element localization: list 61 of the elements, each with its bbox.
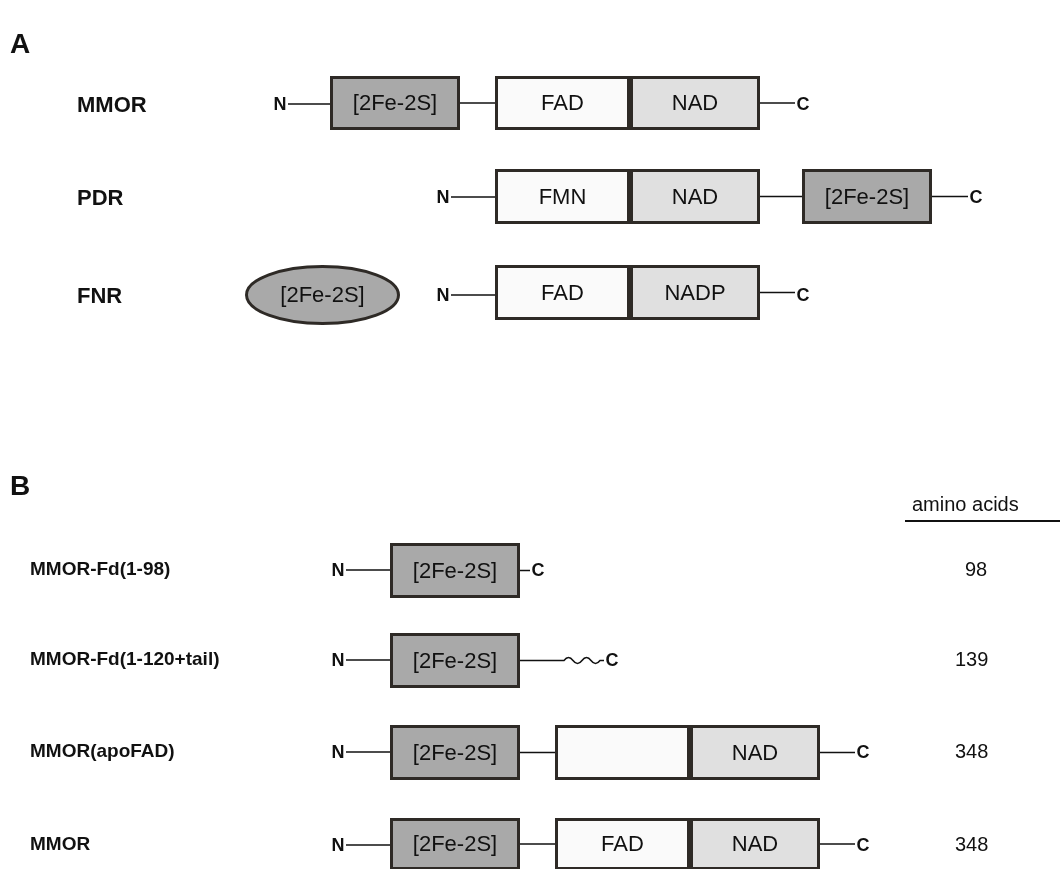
- terminus-label: N: [330, 559, 346, 581]
- domain-box: [2Fe-2S]: [390, 543, 520, 598]
- domain-box: FMN: [495, 169, 630, 224]
- terminus-label: C: [855, 741, 871, 763]
- linker-line: [519, 751, 556, 754]
- linker-line: [459, 102, 496, 104]
- construct-name: MMOR: [30, 833, 91, 855]
- protein-name: MMOR: [77, 92, 147, 118]
- domain-box: [2Fe-2S]: [390, 725, 520, 780]
- linker-line: [759, 195, 803, 198]
- terminus-label: N: [272, 93, 288, 115]
- domain-box: NADP: [630, 265, 760, 320]
- terminus-label: N: [330, 741, 346, 763]
- linker-line: [519, 843, 556, 845]
- amino-acid-count: 348: [955, 740, 989, 763]
- terminus-label: C: [530, 559, 546, 581]
- linker-line: [819, 751, 856, 754]
- linker-line: [819, 843, 856, 845]
- terminus-label: C: [795, 93, 811, 115]
- domain-box: NAD: [690, 818, 820, 869]
- linker-line: [345, 569, 391, 571]
- linker-line: [345, 659, 391, 661]
- domain-box: FAD: [495, 76, 630, 130]
- domain-box: NAD: [630, 76, 760, 130]
- terminus-label: N: [435, 284, 451, 306]
- domain-box: NAD: [630, 169, 760, 224]
- panel-letter: A: [10, 28, 31, 60]
- column-header: amino acids: [912, 493, 1019, 516]
- protein-name: PDR: [77, 185, 124, 211]
- linker-line: [450, 294, 496, 296]
- amino-acid-count: 139: [955, 648, 989, 671]
- terminus-label: C: [968, 186, 984, 208]
- terminus-label: C: [855, 834, 871, 856]
- terminus-label: N: [330, 649, 346, 671]
- amino-acid-count: 348: [955, 833, 989, 856]
- terminus-label: C: [795, 284, 811, 306]
- linker-line: [345, 844, 391, 846]
- terminus-label: C: [604, 649, 620, 671]
- linker-line: [287, 103, 331, 105]
- terminus-label: N: [330, 834, 346, 856]
- domain-box: FAD: [495, 265, 630, 320]
- panel-letter: B: [10, 470, 31, 502]
- linker-line: [345, 751, 391, 753]
- domain-box: [2Fe-2S]: [390, 633, 520, 688]
- wavy-tail-line: [519, 656, 605, 665]
- construct-name: MMOR-Fd(1-120+tail): [30, 648, 220, 670]
- terminus-label: N: [435, 186, 451, 208]
- domain-box: [2Fe-2S]: [802, 169, 932, 224]
- domain-box: FAD: [555, 818, 690, 869]
- domain-ellipse: [2Fe-2S]: [245, 265, 400, 325]
- domain-box: [2Fe-2S]: [330, 76, 460, 130]
- amino-acid-count: 98: [965, 558, 988, 581]
- construct-name: MMOR-Fd(1-98): [30, 558, 171, 580]
- domain-box: NAD: [690, 725, 820, 780]
- construct-name: MMOR(apoFAD): [30, 740, 175, 762]
- linker-line: [759, 291, 796, 294]
- domain-box: [2Fe-2S]: [390, 818, 520, 869]
- linker-line: [450, 196, 496, 198]
- protein-name: FNR: [77, 283, 123, 309]
- linker-line: [759, 102, 796, 104]
- linker-line: [931, 195, 969, 198]
